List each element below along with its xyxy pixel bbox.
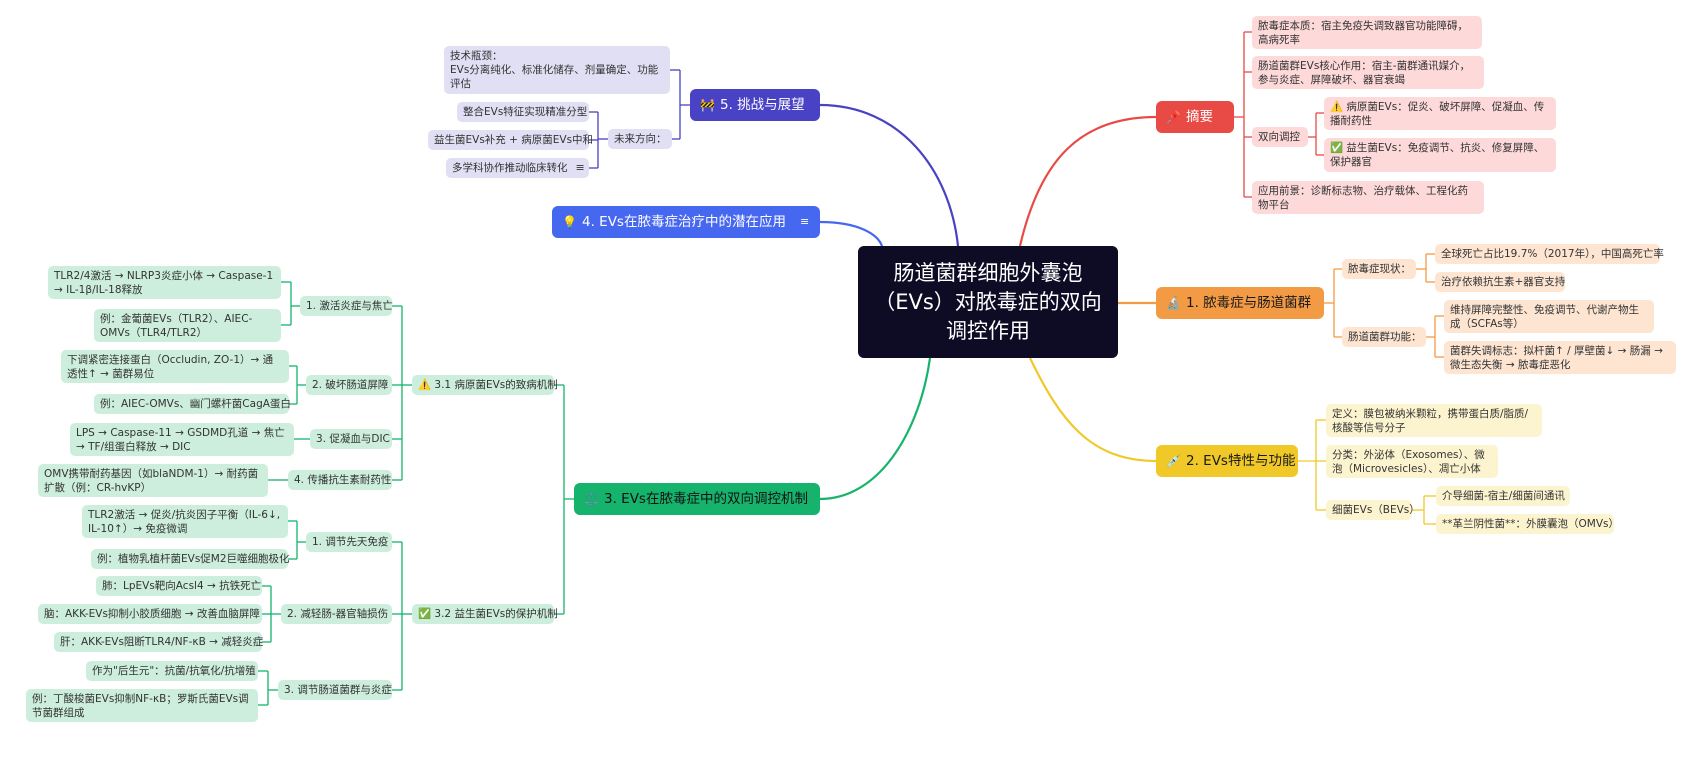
mechanism-group[interactable]: 4. 传播抗生素耐药性 (288, 470, 392, 490)
summary-item[interactable]: 应用前景：诊断标志物、治疗载体、工程化药物平台 (1252, 181, 1484, 214)
summary-item[interactable]: 双向调控 (1252, 127, 1308, 147)
sepsis-status-item[interactable]: 治疗依赖抗生素+器官支持 (1435, 272, 1565, 292)
mechanism-item[interactable]: LPS → Caspase-11 → GSDMD孔道 → 焦亡 → TF/组蛋白… (70, 423, 294, 456)
mechanism-group[interactable]: 1. 激活炎症与焦亡 (300, 296, 393, 316)
branch-challenges[interactable]: 🚧5. 挑战与展望 (690, 89, 820, 121)
bevs-item[interactable]: **革兰阴性菌**：外膜囊泡（OMVs） (1436, 514, 1619, 534)
mechanism-item[interactable]: 例：金葡菌EVs（TLR2）、AIEC-OMVs（TLR4/TLR2） (94, 309, 281, 342)
branch-summary[interactable]: 📌摘要 (1156, 101, 1234, 133)
summary-sub-item[interactable]: ⚠️ 病原菌EVs：促炎、破坏屏障、促凝血、传播耐药性 (1324, 97, 1556, 130)
connector (1029, 357, 1157, 463)
summary-item[interactable]: 肠道菌群EVs核心作用：宿主-菌群通讯媒介，参与炎症、屏障破坏、器官衰竭 (1252, 56, 1484, 89)
protection-item[interactable]: 肺：LpEVs靶向Acsl4 → 抗铁死亡 (96, 576, 262, 596)
sepsis-status[interactable]: 脓毒症现状： (1342, 259, 1416, 279)
protection-item[interactable]: TLR2激活 → 促炎/抗炎因子平衡（IL-6↓, IL-10↑）→ 免疫微调 (82, 505, 288, 538)
connector (1018, 115, 1157, 247)
protection-item[interactable]: 例：丁酸梭菌EVs抑制NF-κB；罗斯氏菌EVs调节菌群组成 (26, 689, 258, 722)
branch-ev-features[interactable]: 💉2. EVs特性与功能 (1156, 445, 1298, 477)
mechanism-item[interactable]: OMV携带耐药基因（如blaNDM-1）→ 耐药菌扩散（例：CR-hvKP） (38, 464, 268, 497)
tech-bottleneck[interactable]: 技术瓶颈： EVs分离纯化、标准化储存、剂量确定、功能评估 (444, 46, 670, 94)
branch-applications[interactable]: 💡4. EVs在脓毒症治疗中的潜在应用≡ (552, 206, 820, 238)
protection-item[interactable]: 肝：AKK-EVs阻断TLR4/NF-κB → 减轻炎症 (54, 632, 263, 652)
sepsis-status-item[interactable]: 全球死亡占比19.7%（2017年），中国高死亡率 (1435, 244, 1664, 264)
protection-group[interactable]: 1. 调节先天免疫 (306, 532, 392, 552)
protection-item[interactable]: 脑：AKK-EVs抑制小胶质细胞 → 改善血脑屏障 (38, 604, 262, 624)
syringe-icon: 💉 (1166, 454, 1181, 468)
probiotic-evs[interactable]: ✅ 3.2 益生菌EVs的保护机制 (412, 604, 558, 624)
future-direction[interactable]: 未来方向： (608, 129, 672, 149)
connector (819, 357, 932, 501)
balance-icon: ⚖️ (584, 492, 599, 506)
branch-dual-regulation[interactable]: ⚖️3. EVs在脓毒症中的双向调控机制 (574, 483, 820, 515)
summary-sub-item[interactable]: ✅ 益生菌EVs：免疫调节、抗炎、修复屏障、保护器官 (1324, 138, 1556, 172)
pin-icon: 📌 (1166, 110, 1181, 124)
connector (819, 103, 960, 247)
gut-function-item[interactable]: 维持屏障完整性、免疫调节、代谢产物生成（SCFAs等） (1444, 300, 1654, 333)
mechanism-group[interactable]: 3. 促凝血与DIC (310, 429, 392, 449)
gut-function-item[interactable]: 菌群失调标志：拟杆菌↑ / 厚壁菌↓ → 肠漏 → 微生态失衡 → 脓毒症恶化 (1444, 341, 1676, 374)
ev-definition[interactable]: 定义：膜包被纳米颗粒，携带蛋白质/脂质/核酸等信号分子 (1326, 404, 1542, 437)
future-item[interactable]: 益生菌EVs补充 + 病原菌EVs中和 (428, 130, 593, 150)
construction-icon: 🚧 (700, 98, 715, 112)
gut-function[interactable]: 肠道菌群功能： (1342, 327, 1426, 347)
mechanism-item[interactable]: TLR2/4激活 → NLRP3炎症小体 → Caspase-1 → IL-1β… (48, 266, 281, 299)
ev-classification[interactable]: 分类：外泌体（Exosomes）、微泡（Microvesicles）、凋亡小体 (1326, 445, 1498, 478)
bacterial-evs[interactable]: 细菌EVs（BEVs） (1326, 500, 1420, 520)
notes-icon: ≡ (799, 215, 810, 228)
branch-sepsis-gut[interactable]: 🔬1. 脓毒症与肠道菌群 (1156, 287, 1324, 319)
protection-item[interactable]: 例：植物乳植杆菌EVs促M2巨噬细胞极化 (91, 549, 290, 569)
future-item[interactable]: 整合EVs特征实现精准分型 (457, 102, 589, 122)
mechanism-group[interactable]: 2. 破坏肠道屏障 (306, 375, 392, 395)
microscope-icon: 🔬 (1166, 296, 1181, 310)
connector (819, 220, 884, 247)
protection-group[interactable]: 2. 减轻肠-器官轴损伤 (281, 604, 392, 624)
protection-group[interactable]: 3. 调节肠道菌群与炎症 (278, 680, 392, 700)
bevs-item[interactable]: 介导细菌-宿主/细菌间通讯 (1436, 486, 1570, 506)
bulb-icon: 💡 (562, 215, 577, 229)
notes-icon: ≡ (575, 161, 585, 174)
future-item[interactable]: 多学科协作推动临床转化≡ (446, 158, 589, 178)
pathogen-evs[interactable]: ⚠️ 3.1 病原菌EVs的致病机制 (412, 375, 558, 395)
mechanism-item[interactable]: 下调紧密连接蛋白（Occludin, ZO-1）→ 通透性↑ → 菌群易位 (61, 350, 289, 383)
protection-item[interactable]: 作为"后生元"：抗菌/抗氧化/抗增殖 (86, 661, 258, 681)
root-topic[interactable]: 肠道菌群细胞外囊泡（EVs）对脓毒症的双向调控作用 (858, 246, 1118, 358)
summary-item[interactable]: 脓毒症本质：宿主免疫失调致器官功能障碍，高病死率 (1252, 16, 1482, 49)
mechanism-item[interactable]: 例：AIEC-OMVs、幽门螺杆菌CagA蛋白 (94, 394, 291, 414)
